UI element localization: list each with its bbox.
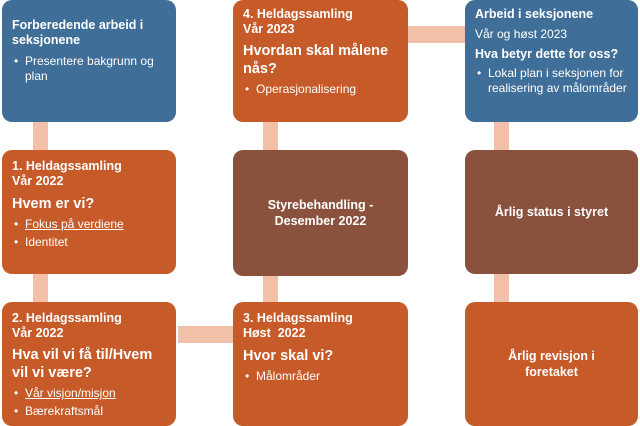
day2-bullet-vision: Vår visjon/misjon — [12, 386, 166, 401]
day1-heading-line2: Vår 2022 — [12, 174, 64, 188]
day1-heading-line1: 1. Heldagssamling — [12, 159, 122, 173]
board-label: Styrebehandling - Desember 2022 — [268, 197, 374, 229]
day2-question: Hva vil vi få til/Hvem vil vi være? — [12, 346, 166, 382]
day4-heading-line2: Vår 2023 — [243, 22, 295, 36]
day3-heading-line2: Høst 2022 — [243, 326, 306, 340]
box-day1: 1. Heldagssamling Vår 2022 Hvem er vi? F… — [2, 150, 176, 274]
day4-bullets: Operasjonalisering — [243, 82, 398, 97]
box-day2: 2. Heldagssamling Vår 2022 Hva vil vi få… — [2, 302, 176, 426]
connector-board-day4 — [263, 121, 278, 151]
day4-bullet-operationalization: Operasjonalisering — [243, 82, 398, 97]
box-day3: 3. Heldagssamling Høst 2022 Hvor skal vi… — [233, 302, 408, 426]
day2-question-line2: vil vi være? — [12, 365, 92, 381]
day4-question-line2: nås? — [243, 61, 277, 77]
day4-question-line1: Hvordan skal målene — [243, 43, 389, 59]
box-annual-revision: Årlig revisjon i foretaket — [465, 302, 638, 426]
prep-title-line1: Forberedende arbeid i — [12, 18, 144, 32]
day3-bullet-target-areas: Målområder — [243, 369, 398, 384]
day1-bullets: Fokus på verdiene Identitet — [12, 217, 166, 250]
connector-day4-sections — [407, 26, 465, 43]
day4-question: Hvordan skal målene nås? — [243, 42, 398, 78]
day2-bullets: Vår visjon/misjon Bærekraftsmål — [12, 386, 166, 419]
day3-heading: 3. Heldagssamling Høst 2022 — [243, 311, 398, 341]
day4-heading: 4. Heldagssamling Vår 2023 — [243, 7, 398, 37]
day1-question: Hvem er vi? — [12, 196, 95, 212]
day3-question: Hvor skal vi? — [243, 348, 334, 364]
box-prep-work: Forberedende arbeid i seksjonene Present… — [2, 0, 176, 122]
sections-bullet-local-plan: Lokal plan i seksjonen for realisering a… — [475, 66, 628, 96]
day2-question-line1: Hva vil vi få til/Hvem — [12, 347, 153, 363]
connector-day2-day3 — [178, 326, 236, 343]
prep-title-line2: seksjonene — [12, 33, 81, 47]
prep-bullet: Presentere bakgrunn og plan — [12, 54, 166, 84]
connector-status-revision — [494, 273, 509, 303]
connector-prep-day1 — [33, 121, 48, 151]
sections-bullets: Lokal plan i seksjonen for realisering a… — [475, 66, 628, 96]
day3-heading-line1: 3. Heldagssamling — [243, 311, 353, 325]
box-day4: 4. Heldagssamling Vår 2023 Hvordan skal … — [233, 0, 408, 122]
sections-heading: Arbeid i seksjonene — [475, 7, 594, 21]
day4-heading-line1: 4. Heldagssamling — [243, 7, 353, 21]
board-label-line1: Styrebehandling - — [267, 198, 374, 212]
day1-bullet-values: Fokus på verdiene — [12, 217, 166, 232]
day1-bullet-identity: Identitet — [12, 235, 166, 250]
status-label: Årlig status i styret — [494, 205, 609, 219]
box-board-review: Styrebehandling - Desember 2022 — [233, 150, 408, 276]
connector-day3-board — [263, 275, 278, 305]
box-annual-status: Årlig status i styret — [465, 150, 638, 274]
connector-day1-day2 — [33, 273, 48, 303]
day2-heading-line1: 2. Heldagssamling — [12, 311, 122, 325]
sections-subheading: Vår og høst 2023 — [475, 27, 568, 41]
connector-sections-status — [494, 121, 509, 151]
prep-title: Forberedende arbeid i seksjonene — [12, 18, 166, 48]
day1-heading: 1. Heldagssamling Vår 2022 — [12, 159, 166, 189]
day2-heading-line2: Vår 2022 — [12, 326, 64, 340]
day3-bullets: Målområder — [243, 369, 398, 384]
prep-bullets: Presentere bakgrunn og plan — [12, 54, 166, 84]
day2-heading: 2. Heldagssamling Vår 2022 — [12, 311, 166, 341]
sections-question: Hva betyr dette for oss? — [475, 47, 619, 61]
board-label-line2: Desember 2022 — [274, 214, 367, 228]
day2-bullet-sustainability: Bærekraftsmål — [12, 404, 166, 419]
box-section-work: Arbeid i seksjonene Vår og høst 2023 Hva… — [465, 0, 638, 122]
revision-label: Årlig revisjon i foretaket — [508, 349, 595, 379]
